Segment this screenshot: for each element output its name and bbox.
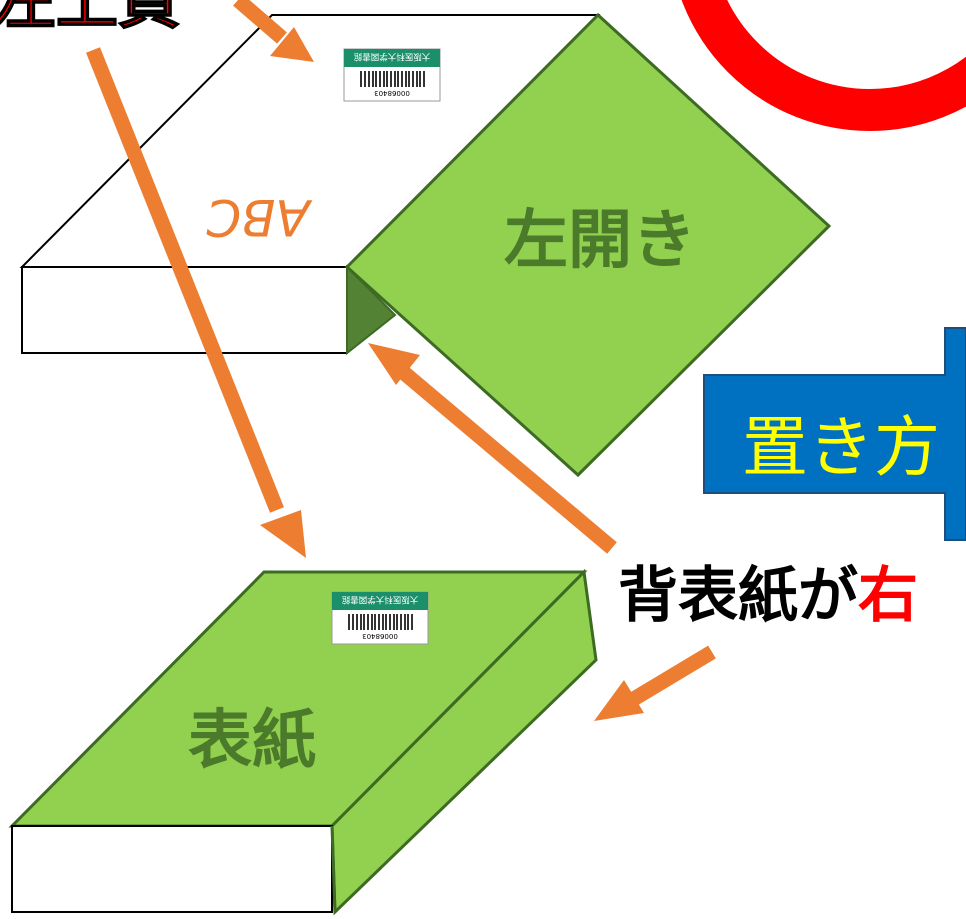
barcode-number: 00068403: [362, 632, 398, 640]
spine-note-prefix: 背表紙が: [618, 561, 858, 631]
mirrored-abc-title: ABC: [206, 188, 313, 246]
open-cover-flap: [344, 12, 832, 478]
spine-note: 背表紙が右: [618, 561, 918, 631]
red-circle-mark: [681, 0, 966, 131]
placement-label: 置き方: [742, 409, 940, 486]
top-left-page-label: 左上頁: [0, 0, 180, 37]
arrow-to-spine-bottom: [594, 645, 716, 721]
spine-note-highlight: 右: [858, 561, 918, 631]
bottom-book: 表紙 00068403 大阪医科大学図書館: [8, 568, 598, 916]
barcode-number: 00068403: [374, 89, 410, 97]
cover-label: 表紙: [188, 704, 316, 778]
bottom-book-front-face: [11, 825, 333, 913]
barcode-bars: [360, 71, 425, 87]
barcode-library-name: 大阪医科大学図書館: [354, 51, 431, 62]
top-book: ABC 00068403 大阪医科大学図書館: [19, 14, 601, 356]
placement-arrow-shape: [703, 327, 966, 541]
top-barcode-sticker: 00068403 大阪医科大学図書館: [343, 48, 441, 102]
bottom-barcode-sticker: 00068403 大阪医科大学図書館: [331, 591, 429, 645]
cover-open-label: 左開き: [504, 204, 696, 278]
top-book-spine-inner: [346, 264, 397, 356]
arrow-to-spine-top: [368, 343, 617, 554]
barcode-bars: [348, 614, 413, 630]
arrow-to-cover: [86, 47, 306, 558]
orange-arrows: [86, 0, 716, 721]
placement-arrow: 置き方: [703, 327, 966, 541]
barcode-library-name: 大阪医科大学図書館: [342, 594, 419, 605]
arrow-to-barcode: [233, 0, 314, 62]
